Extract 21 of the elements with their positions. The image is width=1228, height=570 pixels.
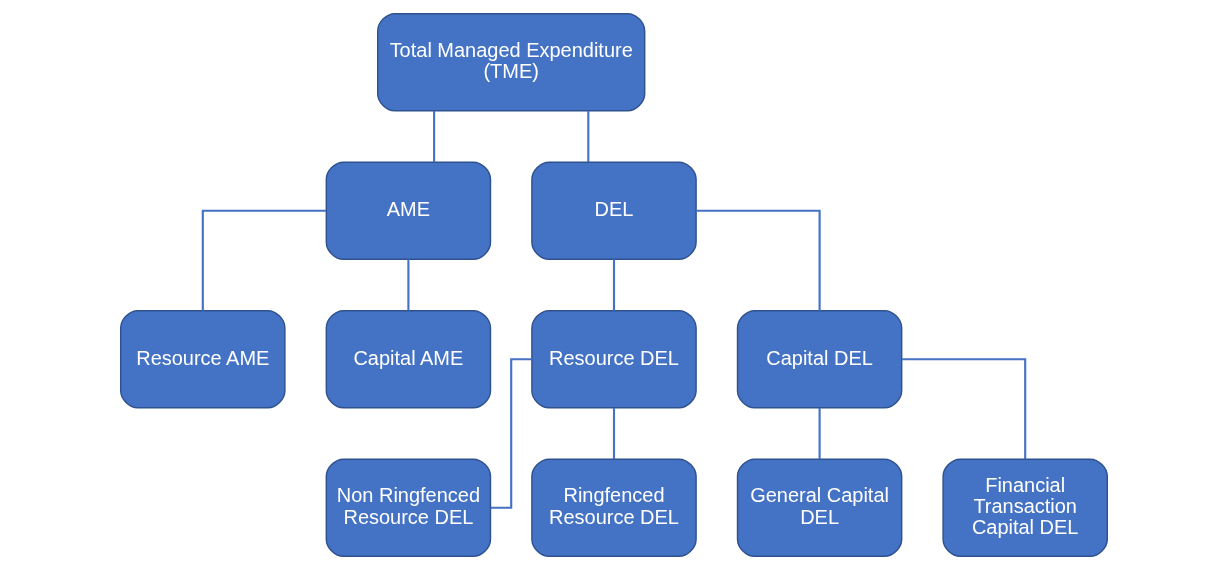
connector — [902, 358, 1027, 460]
node-box: Capital AME — [325, 310, 492, 409]
node-box: Resource DEL — [531, 310, 697, 409]
connector — [201, 209, 326, 311]
node-box: Ringfenced Resource DEL — [531, 458, 697, 557]
connector — [433, 110, 436, 163]
connector — [696, 209, 821, 311]
node-box: Financial Transaction Capital DEL — [942, 458, 1108, 557]
connector — [612, 259, 616, 311]
node-box: Total Managed Expenditure (TME) — [377, 13, 646, 112]
node-box: Non Ringfenced Resource DEL — [325, 458, 492, 557]
node-box: Resource AME — [120, 310, 286, 409]
node-box: DEL — [531, 161, 697, 260]
connector — [407, 259, 410, 311]
node-box: AME — [325, 161, 492, 260]
connector — [612, 407, 616, 459]
connector — [490, 358, 532, 509]
connector — [818, 407, 821, 459]
connector — [587, 110, 590, 163]
node-box: General Capital DEL — [736, 458, 903, 557]
node-box: Capital DEL — [736, 310, 903, 409]
